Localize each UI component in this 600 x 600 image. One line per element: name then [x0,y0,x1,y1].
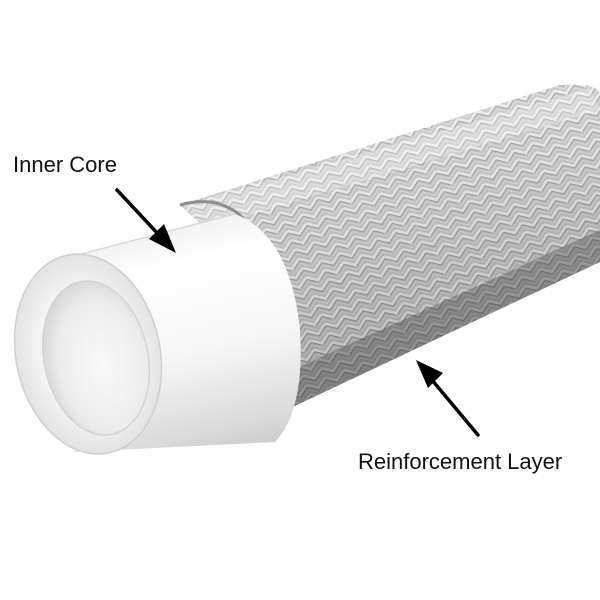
inner-core-label: Inner Core [13,152,117,177]
inner-core-arrow [115,188,176,253]
reinforcement-arrow [416,360,480,437]
reinforcement-layer-label: Reinforcement Layer [358,449,563,474]
inner-core-tube [13,213,301,455]
core-bore [41,280,151,436]
